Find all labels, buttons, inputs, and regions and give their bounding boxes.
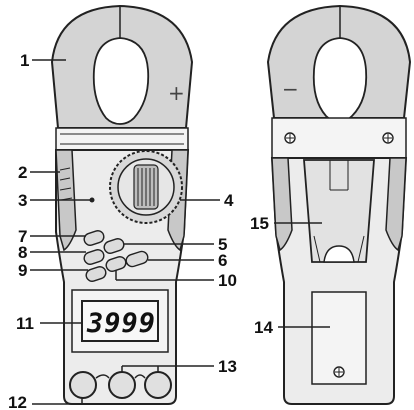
button-9[interactable] [85, 265, 108, 283]
back-body [270, 157, 408, 405]
callout-13: 13 [218, 357, 237, 376]
grip-ridge [59, 187, 72, 191]
grip-ridge [59, 167, 71, 171]
button-5[interactable] [103, 237, 126, 255]
jack-input-3[interactable] [144, 371, 172, 399]
callout-numbers: 1 2 3 4 7 5 8 6 9 10 11 13 12 15 14 [8, 51, 273, 410]
back-jaw-opening [312, 37, 368, 123]
front-view: + 3999 [50, 4, 194, 405]
stand-edge [357, 235, 365, 263]
display-reading: 3999 [86, 308, 156, 339]
callout-8: 8 [18, 243, 27, 262]
callout-10: 10 [218, 271, 237, 290]
back-right-grip [385, 157, 407, 252]
button-7[interactable] [83, 229, 106, 247]
power-indicator [89, 197, 95, 203]
jack-com[interactable] [69, 371, 97, 399]
tilt-stand-notch [323, 245, 355, 263]
jack-v-ohm[interactable] [108, 371, 136, 399]
minus-sign: − [282, 77, 299, 101]
callout-14: 14 [254, 318, 273, 337]
button-6[interactable] [125, 250, 150, 268]
callout-3: 3 [18, 191, 27, 210]
tilt-stand[interactable] [303, 159, 375, 263]
jack-bridge [95, 374, 146, 379]
plus-sign: + [168, 81, 185, 105]
callout-leaders [30, 59, 330, 405]
grip-ridge [59, 177, 71, 181]
callout-6: 6 [218, 251, 227, 270]
callout-7: 7 [18, 227, 27, 246]
knob-grip-lines [137, 168, 155, 206]
callout-1: 1 [20, 51, 29, 70]
callout-9: 9 [18, 261, 27, 280]
callout-5: 5 [218, 235, 227, 254]
callout-12: 12 [8, 393, 27, 410]
front-collar [55, 127, 189, 151]
button-8[interactable] [83, 248, 106, 266]
back-view: − [266, 4, 412, 405]
front-jaw-opening [92, 37, 150, 125]
display-screen [81, 300, 159, 342]
stand-edge [313, 235, 321, 263]
callout-2: 2 [18, 163, 27, 182]
callout-11: 11 [16, 314, 34, 333]
callout-15: 15 [250, 214, 269, 233]
back-left-grip [271, 157, 293, 252]
button-10[interactable] [105, 255, 128, 273]
callout-4: 4 [224, 191, 234, 210]
